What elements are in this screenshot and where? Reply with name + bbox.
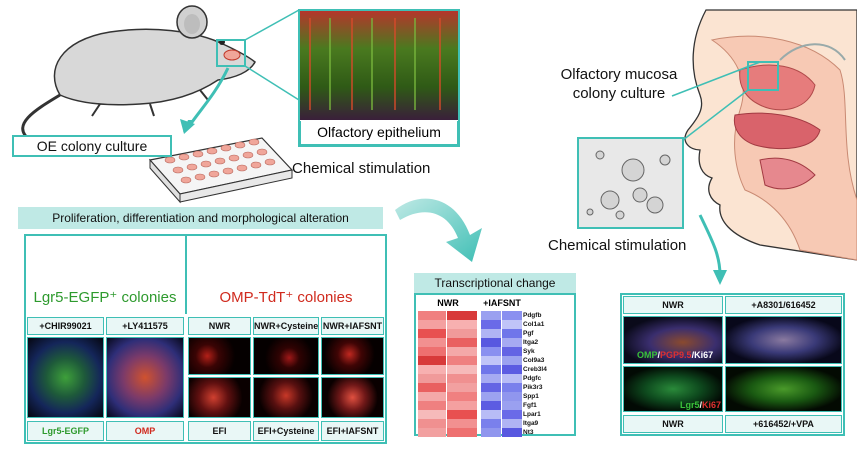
gene-label: Itga9 (523, 419, 539, 427)
zoom-box-mouse (216, 39, 246, 67)
zoom-box-nose (747, 61, 779, 91)
gene-label: Pik3r3 (523, 383, 543, 391)
gene-label: Syk (523, 347, 535, 355)
right-footer-616452-vpa: +616452/+VPA (725, 415, 842, 433)
right-nwr-top-image (623, 316, 723, 364)
mouse-illustration (21, 5, 256, 142)
stain-pgp95: PGP9.5 (660, 350, 692, 360)
proliferation-banner: Proliferation, differentiation and morph… (18, 207, 383, 229)
header-ly411575: +LY411575 (106, 317, 184, 335)
right-header-a8301: +A8301/616452 (725, 296, 842, 314)
olfactory-epithelium-image (299, 10, 459, 120)
right-header-nwr: NWR (623, 296, 723, 314)
heatmap-col-nwr: NWR (437, 298, 459, 308)
mucosa-colony-image (578, 138, 683, 228)
transcriptional-change-label: Transcriptional change (414, 273, 576, 293)
gene-label: Nt3 (523, 428, 534, 436)
efi-image (188, 377, 251, 418)
lgr5-colonies-title: Lgr5-EGFP⁺ colonies (33, 289, 177, 306)
right-nwr-bottom-image (623, 366, 723, 412)
nwr-iafsnt-image (321, 337, 384, 375)
oe-colony-culture-label: OE colony culture (12, 135, 172, 157)
nwr-cysteine-image (253, 337, 319, 375)
header-nwr-cysteine: NWR+Cysteine (253, 317, 319, 335)
gene-label: Pdgfc (523, 374, 542, 382)
nwr-image (188, 337, 251, 375)
olfactory-mucosa-label: Olfactory mucosa colony culture (553, 65, 685, 103)
olfactory-epithelium-label: Olfactory epithelium (299, 121, 459, 146)
footer-efi: EFI (188, 421, 251, 441)
header-nwr: NWR (188, 317, 251, 335)
olfactory-mucosa-line1: Olfactory mucosa (560, 66, 678, 83)
process-arrow-icon (395, 198, 482, 262)
right-footer-nwr: NWR (623, 415, 723, 433)
efi-iafsnt-image (321, 377, 384, 418)
gene-label: Pgf (523, 329, 534, 337)
stain-ki67-b: Ki67 (702, 400, 722, 410)
gene-label: Pdgfb (523, 311, 542, 319)
stain-slash-3: / (699, 400, 703, 410)
gene-label: Itga2 (523, 338, 539, 346)
gene-label: Col9a3 (523, 356, 545, 364)
gene-label: Fgf1 (523, 401, 537, 409)
gene-label: Creb3l4 (523, 365, 547, 373)
gene-label: Spp1 (523, 392, 539, 400)
chemical-stimulation-right-label: Chemical stimulation (548, 237, 687, 254)
right-a8301-image (725, 316, 842, 364)
gene-label: Col1a1 (523, 320, 545, 328)
efi-cysteine-image (253, 377, 319, 418)
header-chir99021: +CHIR99021 (27, 317, 104, 335)
stain-lgr5: Lgr5 (680, 400, 700, 410)
footer-omp: OMP (106, 421, 184, 441)
right-616452-image (725, 366, 842, 412)
lgr5-egfp-image (27, 337, 104, 418)
omp-colonies-title: OMP-TdT⁺ colonies (219, 289, 353, 306)
stain-slash-1: / (657, 350, 661, 360)
gene-label: Lpar1 (523, 410, 541, 418)
omp-image (106, 337, 184, 418)
stain-slash-2: / (691, 350, 695, 360)
footer-efi-cysteine: EFI+Cysteine (253, 421, 319, 441)
stain-legend-top: OMP/PGP9.5/Ki67 (637, 350, 713, 360)
footer-lgr5-egfp: Lgr5-EGFP (27, 421, 104, 441)
stain-legend-bottom: Lgr5/Ki67 (680, 400, 721, 410)
chemical-stimulation-left-label: Chemical stimulation (292, 160, 431, 177)
stain-ki67: Ki67 (694, 350, 714, 360)
heatmap-panel (414, 293, 576, 436)
heatmap-col-iafsnt: +IAFSNT (483, 298, 521, 308)
footer-efi-iafsnt: EFI+IAFSNT (321, 421, 384, 441)
stain-omp: OMP (637, 350, 658, 360)
header-nwr-iafsnt: NWR+IAFSNT (321, 317, 384, 335)
human-head-illustration (684, 9, 857, 261)
olfactory-mucosa-line2: colony culture (572, 85, 666, 102)
